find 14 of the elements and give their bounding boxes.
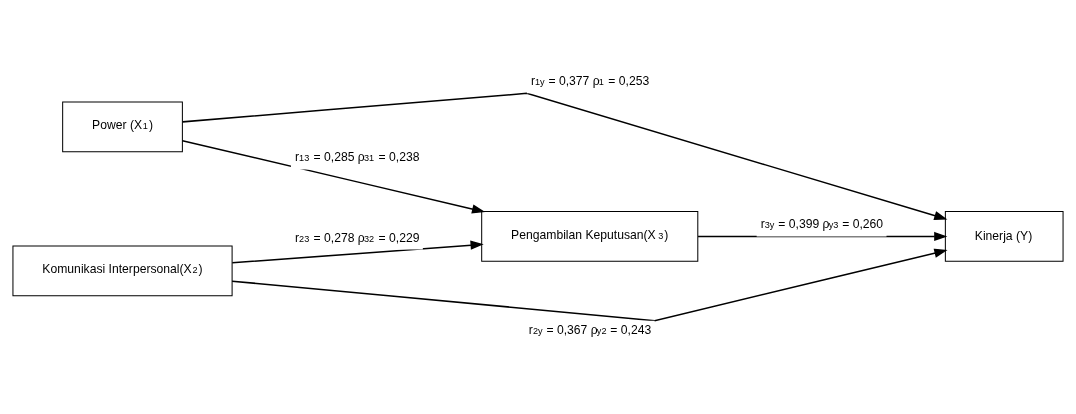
node-box: Kinerja (Y) <box>944 211 1064 262</box>
arrow <box>697 231 948 242</box>
edge-label: r1y = 0,377 ρ1 = 0,253 <box>530 74 650 89</box>
edge-label: r23 = 0,278 ρ32 = 0,229 <box>295 230 420 245</box>
node-box: Power (X1) <box>62 101 183 153</box>
node-box: Pengambilan Keputusan(X3) <box>481 211 699 262</box>
arrow <box>231 240 484 264</box>
arrow <box>231 248 948 322</box>
edge-label: r3y = 0,399 ρy3 = 0,260 <box>760 217 884 232</box>
node-box: Komunikasi Interpersonal(X2) <box>12 245 233 297</box>
edge-label: r2y = 0,367 ρy2 = 0,243 <box>528 322 652 337</box>
arrow <box>181 92 948 221</box>
arrow <box>181 139 486 214</box>
edge-label: r13 = 0,285 ρ31 = 0,238 <box>295 150 420 165</box>
